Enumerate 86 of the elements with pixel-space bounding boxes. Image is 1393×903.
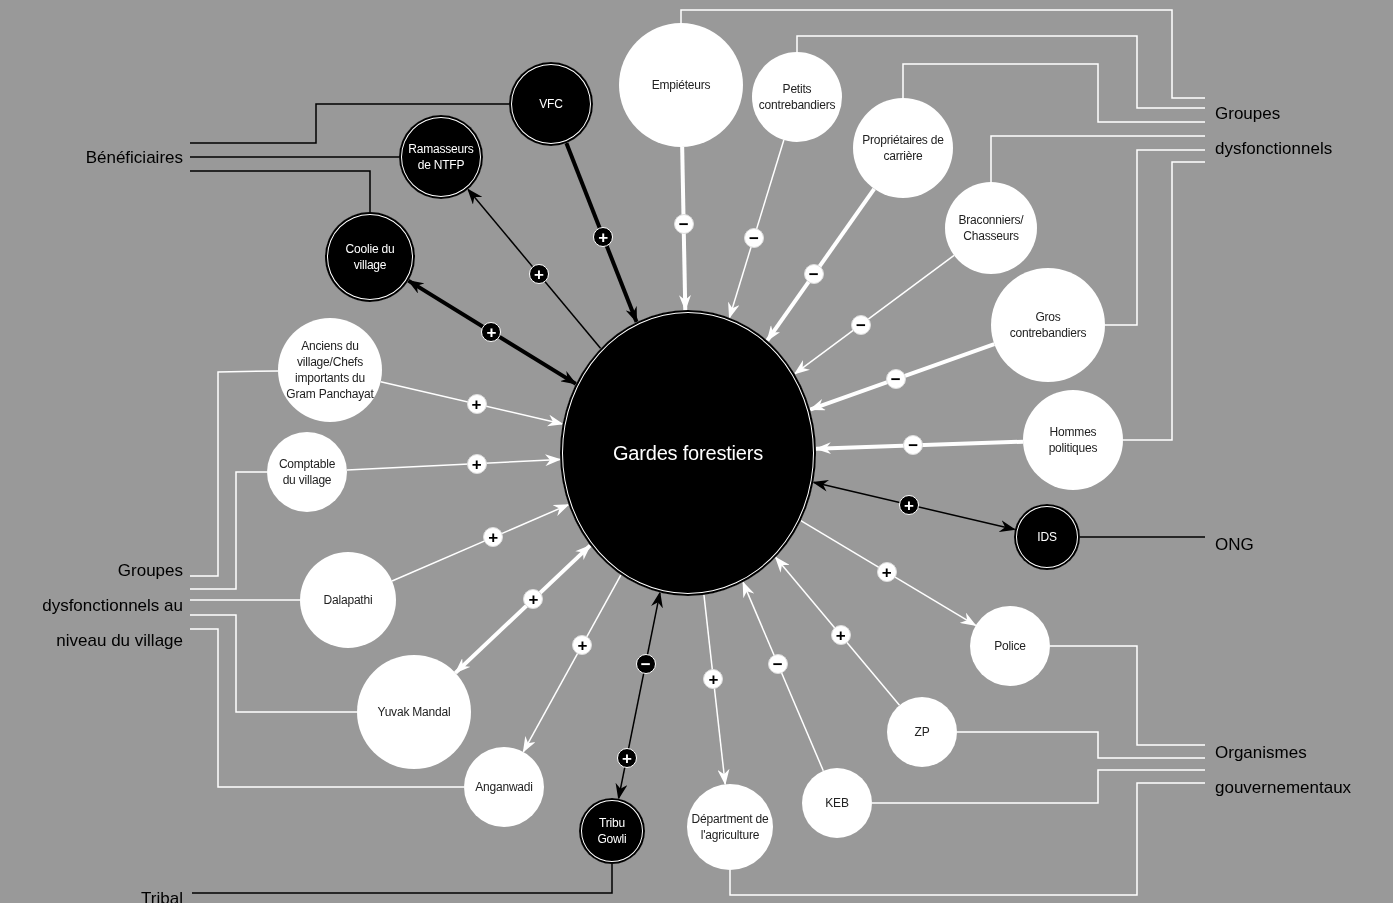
- node-label: Petits contrebandiers: [758, 81, 836, 113]
- group-label: Groupes dysfonctionnels: [1205, 96, 1355, 164]
- connector-line: [871, 769, 1206, 804]
- sign-badge: −: [885, 369, 906, 390]
- connector-line: [189, 156, 400, 158]
- node-label: Coolie du village: [344, 241, 396, 273]
- sign-badge: −: [767, 653, 788, 674]
- arrow: [793, 254, 955, 375]
- sign-badge: −: [803, 264, 824, 285]
- connector-line: [189, 599, 301, 601]
- arrow: [703, 594, 730, 786]
- group-label: Groupes dysfonctionnels au niveau du village: [15, 553, 190, 658]
- arrow: [765, 187, 876, 342]
- node-label: Comptable du village: [277, 456, 337, 488]
- connector-line: [189, 370, 279, 577]
- connector-line: [1049, 645, 1206, 746]
- sign-badge: +: [898, 494, 919, 515]
- sign-badge: −: [850, 314, 871, 335]
- connector-line: [1122, 161, 1206, 441]
- sign-badge: −: [743, 227, 764, 248]
- sign-badge: +: [830, 624, 851, 645]
- arrow: [564, 142, 639, 323]
- node-label: Yuvak Mandal: [377, 704, 451, 720]
- node-label: IDS: [1037, 529, 1057, 545]
- node-label: Anciens du village/Chefs importants du Gram Panchayat: [285, 338, 375, 402]
- node-label: Propriétaires de carrière: [861, 132, 945, 164]
- connector-line: [1104, 149, 1206, 326]
- connector-line: [990, 135, 1206, 183]
- node-label: VFC: [539, 96, 563, 112]
- sign-badge: +: [523, 589, 544, 610]
- arrow: [679, 146, 691, 312]
- sign-badge: +: [466, 453, 487, 474]
- arrow: [391, 503, 570, 582]
- sign-badge: +: [876, 562, 897, 583]
- node-label: Tribu Gowli: [596, 815, 628, 847]
- arrow: [346, 454, 562, 471]
- connector-line: [189, 471, 268, 590]
- node-label: Braconniers/ Chasseurs: [957, 212, 1025, 244]
- arrow: [742, 581, 825, 772]
- connector-line: [191, 863, 613, 894]
- arrow: [454, 543, 592, 675]
- node-label: Dalapathi: [323, 592, 373, 608]
- node-label: Ramasseurs de NTFP: [407, 141, 475, 173]
- connector-line: [729, 782, 1206, 896]
- node-label: Empiéteurs: [651, 77, 711, 93]
- connector-line: [680, 9, 1206, 99]
- node-label: Gardes forestiers: [613, 441, 763, 465]
- group-label: Bénéficiaires: [70, 140, 190, 174]
- node-label: Police: [994, 638, 1026, 654]
- node-label: Gros contrebandiers: [1008, 309, 1088, 341]
- connector-line: [956, 731, 1206, 759]
- arrow: [379, 381, 564, 427]
- node-label: ZP: [914, 724, 930, 740]
- arrow: [809, 342, 995, 412]
- sign-badge: +: [466, 393, 487, 414]
- connector-line: [1079, 536, 1206, 538]
- connector-line: [189, 614, 358, 713]
- arrow: [728, 139, 785, 319]
- sign-badge: −: [903, 435, 924, 456]
- sign-badge: −: [635, 653, 656, 674]
- sign-badge: +: [703, 669, 724, 690]
- sign-badge: +: [481, 321, 502, 342]
- arrow: [774, 556, 901, 706]
- node-label: KEB: [825, 795, 849, 811]
- connector-line: [796, 35, 1206, 109]
- arrow: [467, 188, 602, 350]
- arrow: [814, 439, 1024, 455]
- sign-badge: +: [593, 227, 614, 248]
- connector-line: [189, 170, 371, 213]
- arrow: [800, 519, 977, 627]
- sign-badge: +: [572, 634, 593, 655]
- connector-line: [189, 103, 510, 144]
- sign-badge: +: [528, 264, 549, 285]
- arrow: [615, 591, 663, 800]
- sign-badge: +: [483, 527, 504, 548]
- connector-line: [902, 63, 1206, 123]
- group-label: Organismes gouvernementaux: [1205, 735, 1380, 795]
- connector-line: [189, 628, 465, 788]
- sign-badge: −: [673, 213, 694, 234]
- arrow: [522, 574, 622, 753]
- arrow: [812, 479, 1016, 532]
- node-label: Hommes politiques: [1047, 424, 1099, 456]
- arrow: [407, 278, 577, 386]
- node-label: Anganwadi: [475, 779, 533, 795]
- sign-badge: +: [617, 748, 637, 768]
- node-label: Départment de l'agriculture: [690, 811, 770, 843]
